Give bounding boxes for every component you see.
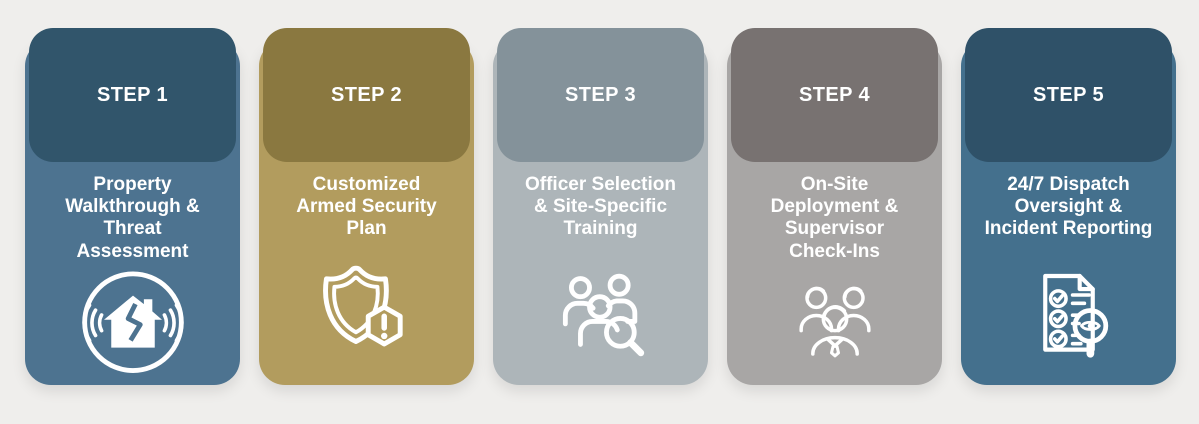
step-title: Customized Armed Security Plan [296, 174, 437, 240]
step-card-3: STEP 3 Officer Selection & Site-Specific… [493, 28, 708, 385]
step-card-2: STEP 2 Customized Armed Security Plan [259, 28, 474, 385]
staff-team-icon [779, 263, 891, 375]
step-title: Officer Selection & Site-Specific Traini… [525, 174, 676, 240]
alarm-house-icon [75, 263, 191, 379]
step-card-1: STEP 1 Property Walkthrough & Threat Ass… [25, 28, 240, 385]
report-audit-icon [1012, 257, 1126, 371]
step-card-2-content: Customized Armed Security Plan [264, 174, 469, 373]
step-card-5: STEP 5 24/7 Dispatch Oversight & Inciden… [961, 28, 1176, 385]
step-card-3-header: STEP 3 [497, 28, 704, 162]
step-card-5-header: STEP 5 [965, 28, 1172, 162]
step-label: STEP 1 [97, 83, 168, 106]
step-label: STEP 3 [565, 83, 636, 106]
step-title: Property Walkthrough & Threat Assessment [65, 174, 200, 262]
step-card-3-content: Officer Selection & Site-Specific Traini… [498, 174, 703, 373]
step-card-4-header: STEP 4 [731, 28, 938, 162]
step-card-1-content: Property Walkthrough & Threat Assessment [30, 174, 235, 373]
step-label: STEP 2 [331, 83, 402, 106]
step-card-4: STEP 4 On-Site Deployment & Supervisor C… [727, 28, 942, 385]
process-steps-row: STEP 1 Property Walkthrough & Threat Ass… [25, 28, 1176, 385]
step-card-1-header: STEP 1 [29, 28, 236, 162]
step-card-4-content: On-Site Deployment & Supervisor Check-In… [732, 174, 937, 373]
team-search-icon [543, 255, 659, 371]
step-card-5-content: 24/7 Dispatch Oversight & Incident Repor… [966, 174, 1171, 373]
step-label: STEP 5 [1033, 83, 1104, 106]
shield-alert-icon [308, 253, 426, 371]
step-title: On-Site Deployment & Supervisor Check-In… [770, 174, 899, 262]
step-label: STEP 4 [799, 83, 870, 106]
step-card-2-header: STEP 2 [263, 28, 470, 162]
step-title: 24/7 Dispatch Oversight & Incident Repor… [984, 174, 1153, 240]
